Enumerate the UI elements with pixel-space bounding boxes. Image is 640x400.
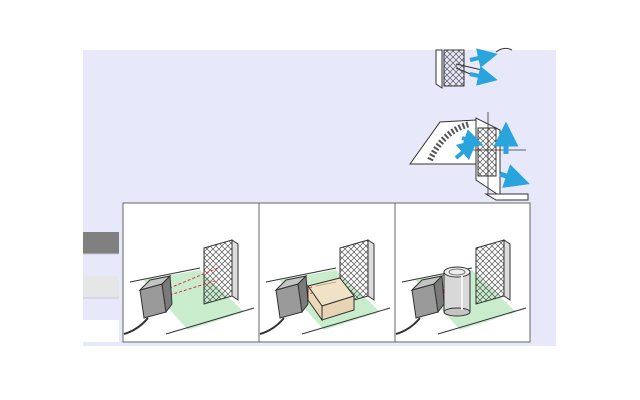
swatch-light xyxy=(83,276,119,298)
panel-clear-beam xyxy=(122,202,260,343)
panel-cylinder-target xyxy=(394,202,531,343)
reflector-detail-top xyxy=(435,47,513,89)
side-swatches xyxy=(83,232,119,342)
reflector-icon xyxy=(203,239,239,305)
arrow-icon xyxy=(469,48,498,86)
reflector-detail-mid xyxy=(409,112,530,201)
swatch-white xyxy=(83,320,119,342)
sensor-icon xyxy=(259,274,309,335)
sensor-icon xyxy=(395,274,445,335)
sensor-icon xyxy=(123,274,173,335)
reflector-icon xyxy=(475,239,511,305)
can-icon xyxy=(443,266,471,317)
panel-box-target xyxy=(258,202,396,343)
carton-icon xyxy=(307,277,355,322)
swatch-dark xyxy=(83,232,119,254)
panel-row xyxy=(122,202,531,343)
arrow-icon xyxy=(454,121,530,188)
